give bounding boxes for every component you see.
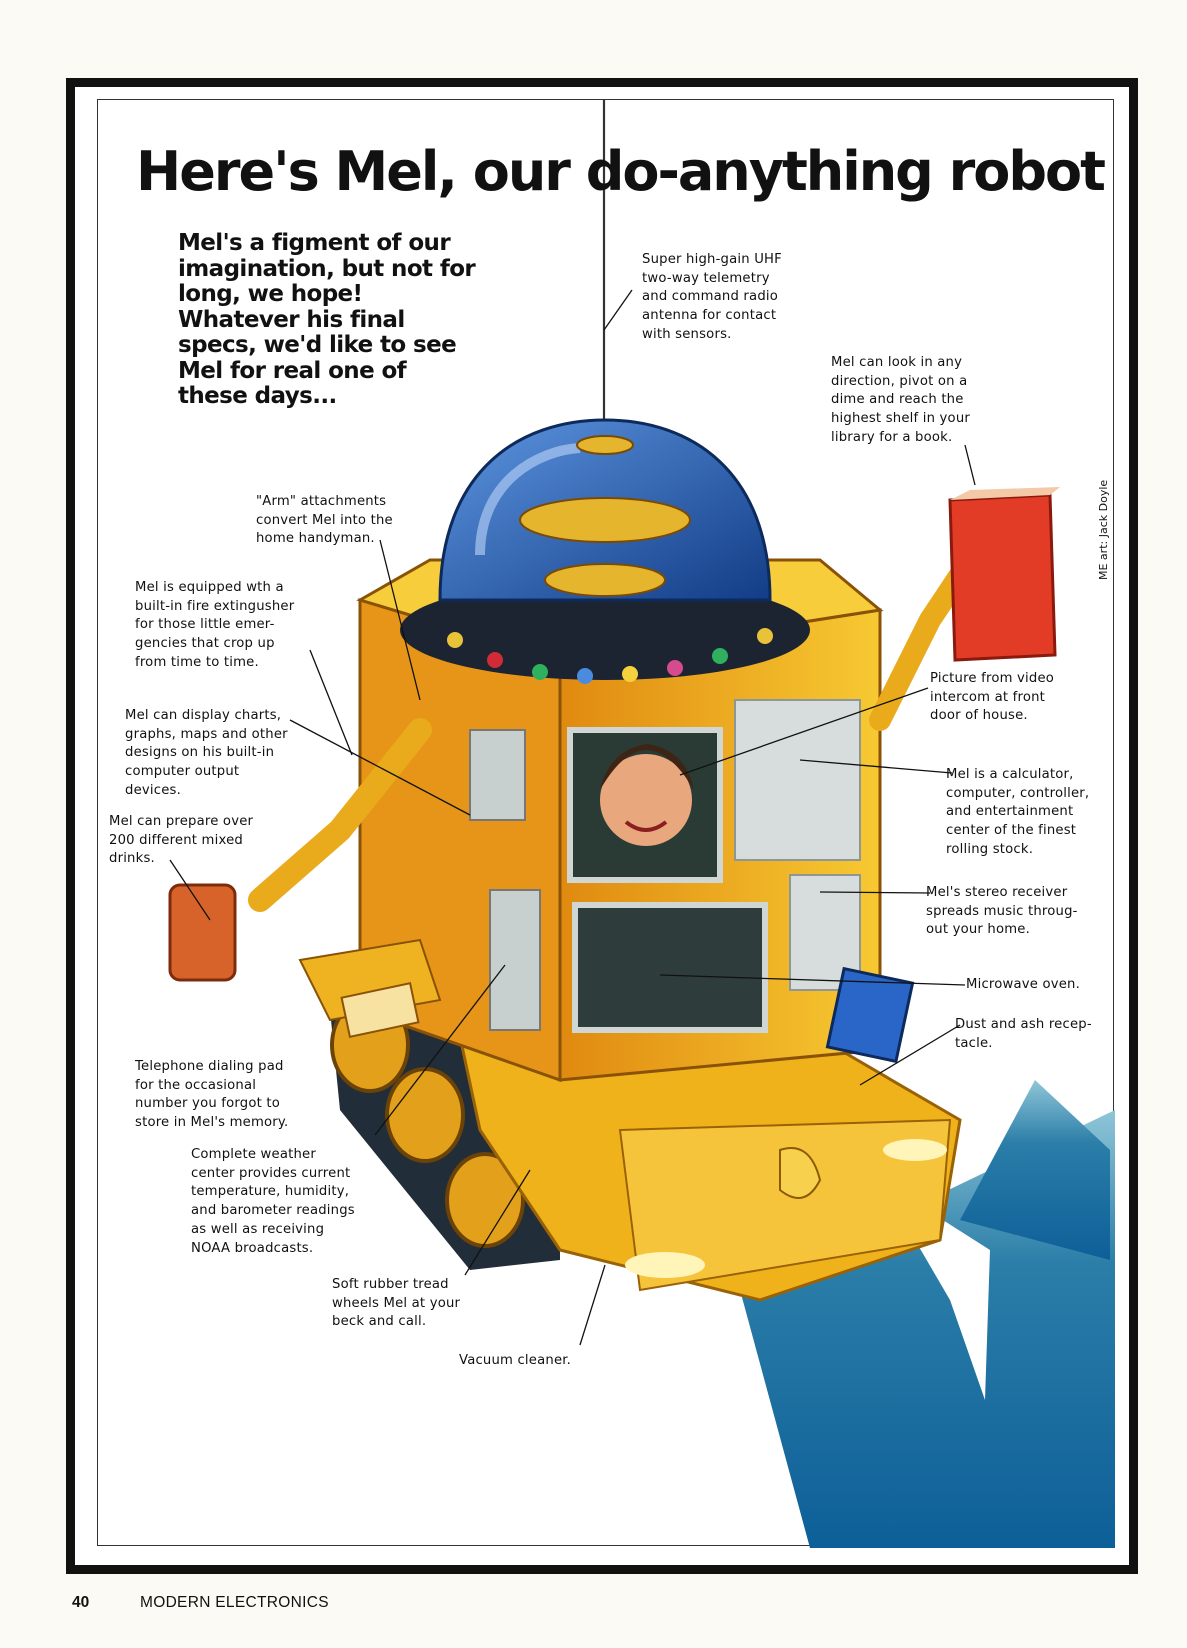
callout-calculator: Mel is a calculator, computer, controlle… (946, 767, 1090, 857)
light-ring (400, 580, 810, 684)
callout-telephone-pad: Telephone dialing pad for the occasional… (135, 1059, 289, 1131)
headline: Here's Mel, our do-anything robot (136, 140, 1106, 203)
callout-stereo: Mel's stereo receiver spreads music thro… (926, 885, 1078, 938)
art-credit: ME art: Jack Doyle (1097, 479, 1110, 580)
callout-weather-center: Complete weather center provides current… (191, 1147, 355, 1256)
right-arm-with-book (869, 487, 1060, 731)
intro-paragraph: Mel's a figment of our imagination, but … (178, 230, 476, 409)
page-frame-inner (97, 99, 1114, 1546)
page-number: 40 (72, 1594, 90, 1611)
callout-arm-attachments: "Arm" attachments convert Mel into the h… (256, 494, 393, 547)
callout-dust-receptacle: Dust and ash recep- tacle. (955, 1017, 1092, 1051)
callout-charts-display: Mel can display charts, graphs, maps and… (125, 708, 288, 798)
callout-mixed-drinks: Mel can prepare over 200 different mixed… (109, 814, 254, 867)
callout-leader-lines (169, 289, 976, 1346)
callout-antenna: Super high-gain UHF two-way telemetry an… (642, 252, 782, 342)
callout-look: Mel can look in any direction, pivot on … (831, 355, 971, 445)
publication-name: MODERN ELECTRONICS (140, 1594, 329, 1611)
telephone-and-dialpad (298, 938, 442, 1039)
callout-video-intercom: Picture from video intercom at front doo… (930, 671, 1055, 724)
dust-receptacle (825, 966, 915, 1064)
dome-head (438, 418, 772, 602)
floor-light-beam (740, 1080, 1115, 1548)
callout-vacuum: Vacuum cleaner. (459, 1353, 572, 1368)
callout-microwave: Microwave oven. (966, 977, 1081, 992)
callout-tread: Soft rubber tread wheels Mel at your bec… (332, 1277, 461, 1330)
callout-fire-extinguisher: Mel is equipped wth a built-in fire exti… (135, 580, 295, 670)
left-arm-with-drink (168, 718, 432, 982)
